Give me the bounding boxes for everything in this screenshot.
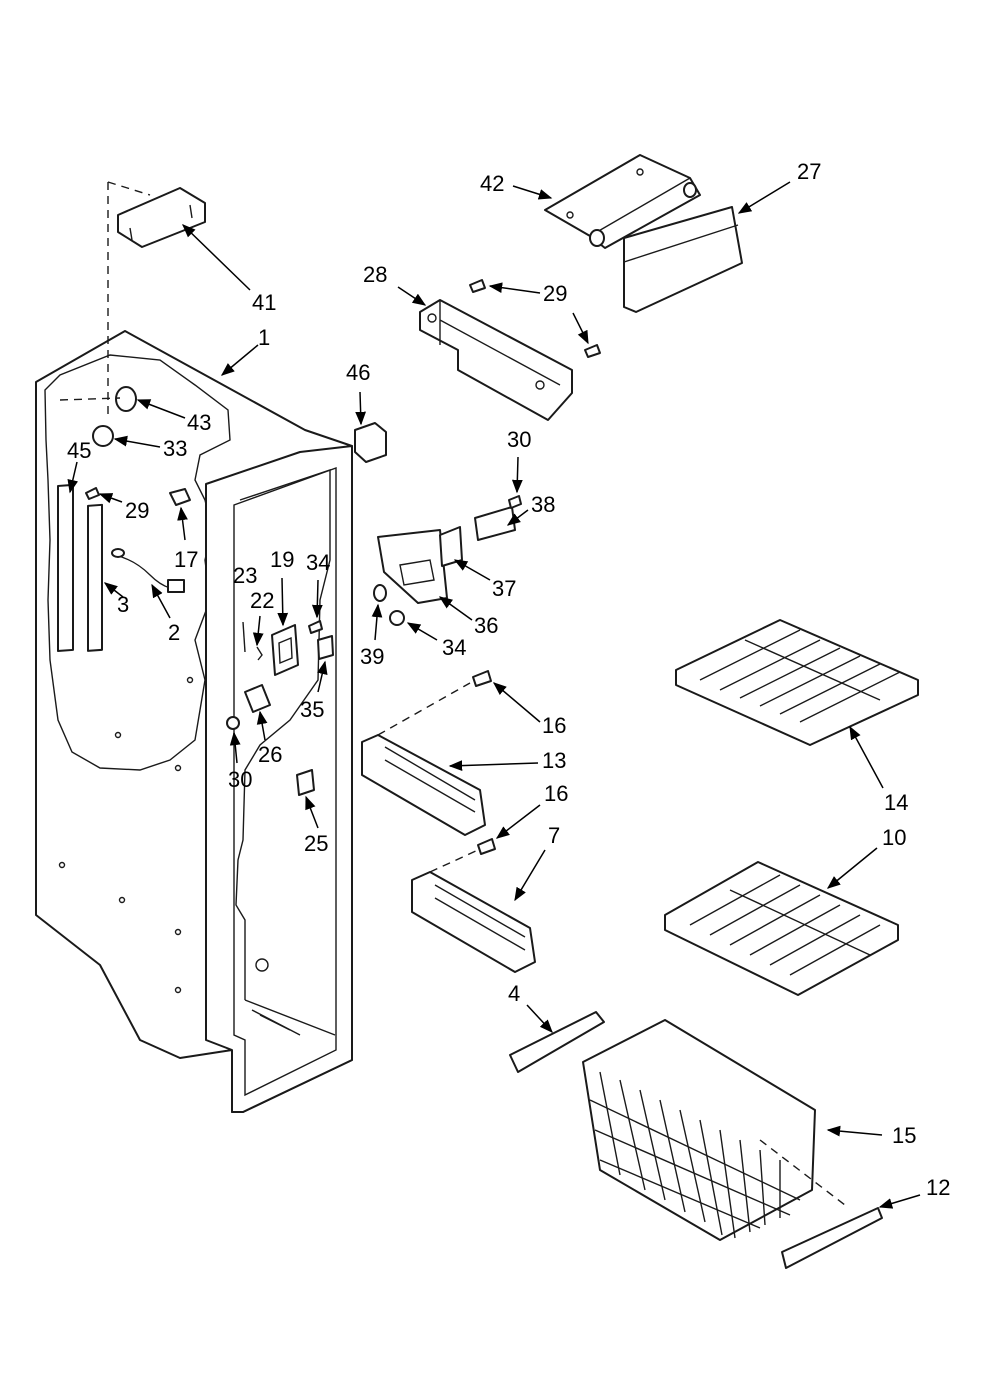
part-29-screw-upper [469, 279, 486, 293]
part-30-screw-left [226, 716, 240, 730]
callout-1: 1 [258, 325, 270, 350]
callout-38: 38 [531, 492, 555, 517]
part-34-screw-left [308, 620, 323, 634]
callout-29-upper: 29 [543, 281, 567, 306]
part-4-handle [509, 1011, 605, 1073]
callout-41: 41 [252, 290, 276, 315]
part-14-wire-shelf [675, 619, 919, 746]
callout-16-lower: 16 [544, 781, 568, 806]
callout-13: 13 [542, 748, 566, 773]
part-42-hinge-cover [544, 154, 701, 249]
callout-37: 37 [492, 576, 516, 601]
callout-42: 42 [480, 171, 504, 196]
callout-46: 46 [346, 360, 370, 385]
callout-17: 17 [174, 547, 198, 572]
part-38-bracket [474, 506, 516, 541]
callout-7: 7 [548, 823, 560, 848]
part-34-screw-right [389, 610, 405, 626]
part-13-shelf-support-upper [361, 734, 486, 836]
callout-12: 12 [926, 1175, 950, 1200]
callout-19: 19 [270, 547, 294, 572]
callout-3: 3 [117, 592, 129, 617]
part-35-bracket [317, 635, 334, 660]
callout-35: 35 [300, 697, 324, 722]
part-26-board [244, 684, 271, 713]
callout-34: 34 [306, 550, 330, 575]
callout-30: 30 [228, 767, 252, 792]
part-33-bulb [92, 425, 114, 447]
part-16-screw-upper [472, 670, 492, 687]
part-28-air-duct [419, 299, 573, 421]
part-43-lamp-socket [115, 386, 137, 412]
part-19-housing [271, 624, 299, 676]
callout-10: 10 [882, 825, 906, 850]
part-7-shelf-support-lower [411, 871, 536, 973]
callout-33: 33 [163, 436, 187, 461]
callout-15: 15 [892, 1123, 916, 1148]
callout-43: 43 [187, 410, 211, 435]
callout-27: 27 [797, 159, 821, 184]
part-16-screw-lower [477, 838, 496, 855]
part-41-light-cover [117, 187, 206, 248]
part-22-clip [256, 646, 263, 661]
part-17-bracket [169, 488, 191, 506]
part-37-mount [439, 526, 463, 567]
callout-14: 14 [884, 790, 908, 815]
callout-4: 4 [508, 981, 520, 1006]
part-23-pin [242, 621, 246, 653]
callout-36: 36 [474, 613, 498, 638]
callout-29: 29 [125, 498, 149, 523]
part-15-basket [582, 1019, 816, 1241]
part-25-switch [296, 769, 315, 796]
callout-26: 26 [258, 742, 282, 767]
part-46-damper [354, 422, 387, 463]
callout-23: 23 [233, 563, 257, 588]
callout-45: 45 [67, 438, 91, 463]
part-10-wire-shelf [664, 861, 899, 996]
part-12-basket-handle [781, 1207, 883, 1269]
part-30-screw-right [508, 495, 522, 509]
part-29-screw-lower [584, 344, 601, 358]
part-39-knob [373, 584, 387, 602]
callout-25: 25 [304, 831, 328, 856]
callout-34-right: 34 [442, 635, 466, 660]
callout-labels: 41 1 43 45 33 29 17 3 2 23 22 19 34 35 2… [67, 159, 950, 1200]
callout-39: 39 [360, 644, 384, 669]
callout-30-right: 30 [507, 427, 531, 452]
part-27-cover [623, 206, 743, 313]
callout-28: 28 [363, 262, 387, 287]
callout-2: 2 [168, 620, 180, 645]
part-36-control-housing [377, 529, 448, 604]
part-2-wire-harness [111, 548, 185, 593]
leader-lines [67, 181, 921, 1209]
callout-16-upper: 16 [542, 713, 566, 738]
callout-22: 22 [250, 588, 274, 613]
